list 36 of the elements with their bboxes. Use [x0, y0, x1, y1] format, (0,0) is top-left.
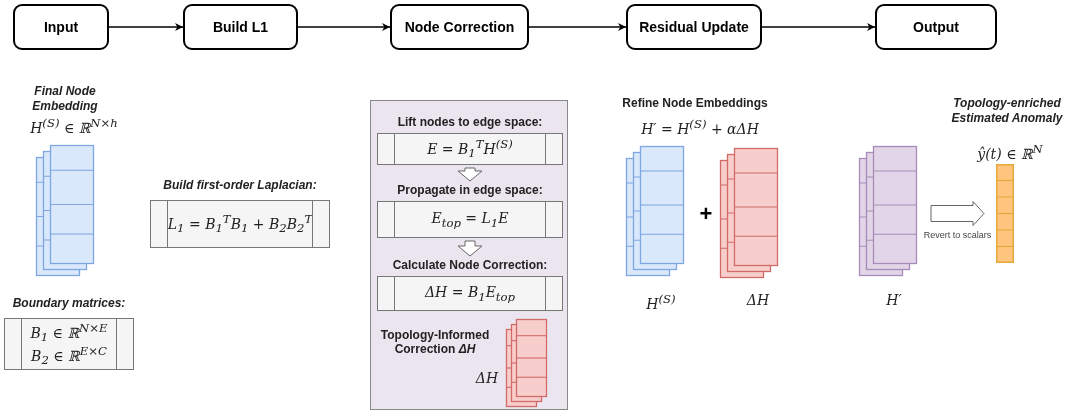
step-heading: Build first-order Laplacian:	[162, 178, 318, 193]
arrow	[528, 23, 627, 31]
math-label: H$^{(S)}$	[645, 292, 677, 312]
step-heading: Propagate in edge space:	[396, 183, 544, 197]
step-heading: Calculate Node Correction:	[391, 258, 549, 272]
process-box: Residual Update	[626, 4, 762, 50]
arrow	[297, 23, 391, 31]
hollow-arrow	[457, 167, 483, 182]
panel-background	[370, 100, 568, 410]
math-label: H$^{(S)}$ ∈ ℝ$^{N×h}$	[29, 116, 119, 136]
math-label: H′ = H$^{(S)}$ + αΔH	[640, 117, 760, 137]
arrow	[108, 23, 184, 31]
process-box: Output	[875, 4, 997, 50]
hollow-arrow	[930, 201, 985, 226]
process-box: Build L1	[183, 4, 298, 50]
node-label: Topology-enriched Estimated Anomaly	[950, 96, 1064, 126]
math-label: H′	[885, 292, 903, 308]
formula: B$_{1}$ ∈ ℝ$^{N×E}$	[30, 320, 108, 344]
math-label: ŷ(t) ∈ ℝ$^{N}$	[976, 142, 1044, 162]
formula: E = B$_{1}$$^{T}$H$^{(S)}$	[427, 137, 513, 161]
heading: Refine Node Embeddings	[621, 96, 769, 110]
formula: B$_{2}$ ∈ ℝ$^{E×C}$	[31, 344, 107, 368]
edge-label: Revert to scalars	[923, 229, 992, 240]
process-box: Node Correction	[390, 4, 529, 50]
step-heading: Boundary matrices:	[11, 296, 127, 311]
plus-sign: +	[698, 201, 714, 227]
arrow	[761, 23, 876, 31]
node-label: Final Node Embedding	[31, 84, 99, 114]
hollow-arrow	[457, 240, 483, 257]
formula: ΔH = B$_{1}$E$_{top}$	[424, 283, 516, 304]
node-label: Topology-Informed Correction ΔH	[380, 328, 490, 356]
math-label: ΔH	[474, 370, 500, 386]
process-box: Input	[13, 4, 109, 50]
step-heading: Lift nodes to edge space:	[396, 115, 544, 129]
formula: E$_{top}$ = L$_{1}$E	[431, 209, 509, 230]
math-label: ΔH	[745, 292, 771, 308]
